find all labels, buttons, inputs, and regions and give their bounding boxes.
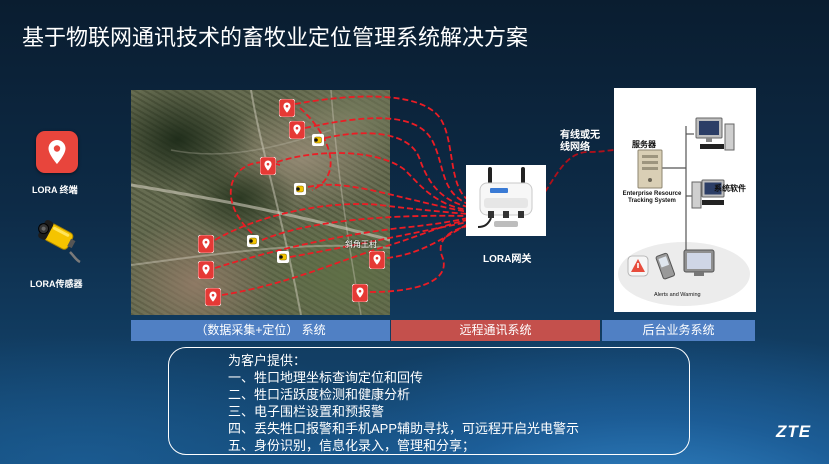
computer-icon [691,179,725,209]
map-pin-icon [279,99,295,117]
map-pin-icon [352,284,368,302]
alerts-label: Alerts and Warning [654,292,701,298]
lora-sensor-label: LORA传感器 [30,279,83,289]
map-pin-icon [205,288,221,306]
sensor-icon [277,251,289,263]
system-name-label: Enterprise Resource Tracking System [622,191,682,204]
offer-heading: 为客户提供： [228,353,307,368]
backend-diagram: 服务器 Enterprise Resource Tracking System … [614,88,756,312]
map-pin-icon [260,157,276,175]
offer-item: 一、牲口地理坐标查询定位和回传 [228,370,424,385]
slide-title: 基于物联网通讯技术的畜牧业定位管理系统解决方案 [22,25,529,50]
map-pin-icon [289,121,305,139]
sensor-icon [312,134,324,146]
stage-data-collection: （数据采集+定位） 系统 [131,320,390,341]
lora-terminal-icon [36,131,78,173]
map-pin-icon [48,140,66,164]
link-line [386,223,469,259]
map-markers: 斜角王村 [131,90,390,315]
map-pin-icon [198,235,214,253]
stage-backend-business: 后台业务系统 [602,320,755,341]
server-icon [637,149,663,189]
backend-network-graphic [618,117,750,306]
sensor-icon [38,219,81,264]
mobile-phone-icon [655,252,675,280]
map-place-label: 斜角王村 [345,240,377,249]
offer-item: 四、丢失牲口报警和手机APP辅助寻找，可远程开启光电警示 [228,421,580,436]
software-label: 系统软件 [714,184,746,193]
sensor-icon [247,235,259,247]
map-pin-icon [369,251,385,269]
sensor-icon [294,183,306,195]
offer-item: 二、牲口活跃度检测和健康分析 [228,387,411,402]
gateway-label: LORA网关 [483,254,532,265]
alert-icon [627,255,649,277]
backhaul-link-line [544,149,617,193]
gateway-box [466,165,546,236]
gateway-device-icon [477,167,533,228]
stage-remote-communication: 远程通讯系统 [391,320,600,341]
server-label: 服务器 [632,140,656,149]
monitor-icon [683,249,715,276]
zte-logo: ZTE [776,422,812,441]
offer-item: 三、电子围栏设置和预报警 [228,404,385,419]
lora-terminal-label: LORA 终端 [32,185,78,195]
offer-item: 五、身份识别，信息化录入，管理和分享； [228,438,476,453]
customer-offer-box: 为客户提供： 一、牲口地理坐标查询定位和回传 二、牲口活跃度检测和健康分析 三、… [168,347,690,455]
computer-icon [695,117,735,151]
map-pin-icon [198,261,214,279]
network-label: 有线或无线网络 [560,130,600,153]
